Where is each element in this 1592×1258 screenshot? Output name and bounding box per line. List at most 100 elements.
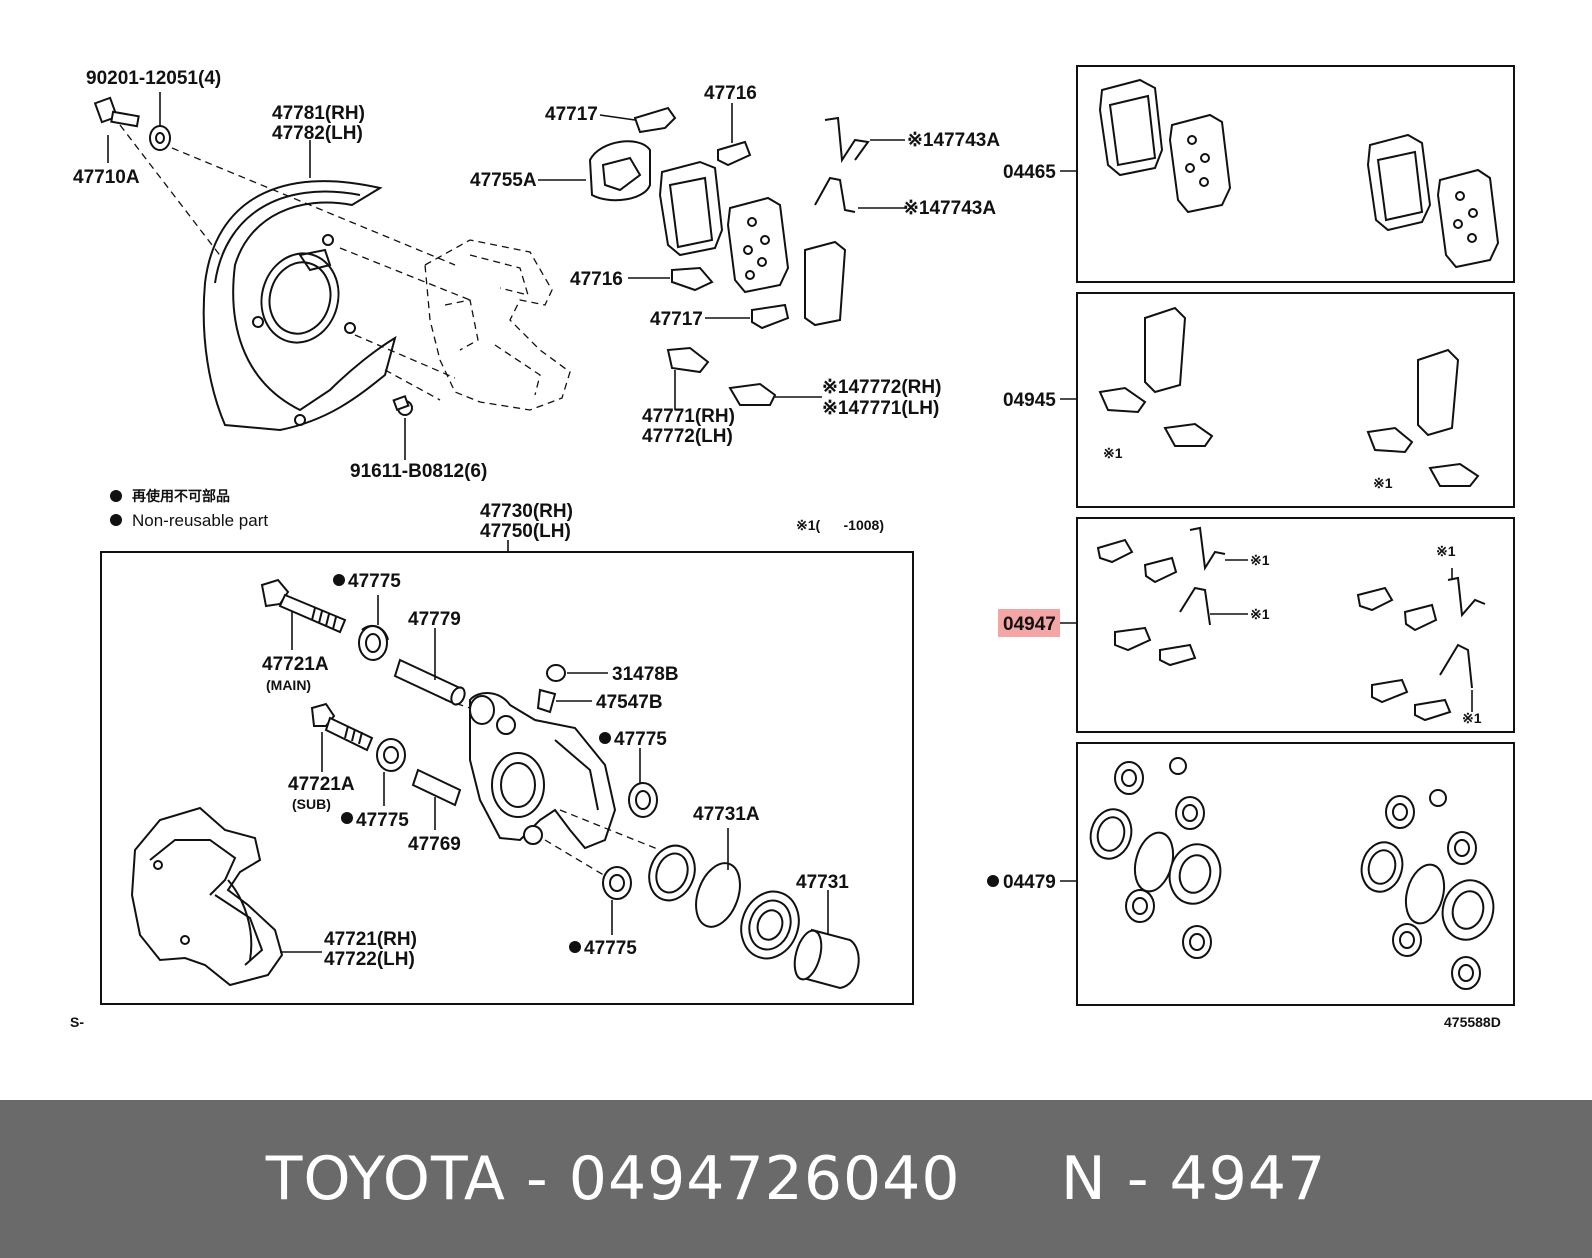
non-reusable-bullet-icon bbox=[341, 812, 353, 824]
caliper-frame bbox=[100, 551, 914, 1005]
label-caliper-assy-rh: 47730(RH) bbox=[480, 501, 573, 522]
piston-seal bbox=[648, 828, 741, 928]
label-mount-lh: 47722(LH) bbox=[324, 949, 415, 970]
label-sub: (SUB) bbox=[292, 796, 331, 812]
boot-47775-right bbox=[628, 748, 658, 818]
kit-04947-frame bbox=[1076, 517, 1515, 733]
screw bbox=[392, 394, 413, 460]
label-piston: 47731 bbox=[796, 872, 849, 893]
label-screw: 91611-B0812(6) bbox=[350, 461, 487, 482]
label-shim-plate: 47755A bbox=[470, 170, 537, 191]
label-boot-c: 47775 bbox=[356, 810, 409, 831]
bolt-washer-group bbox=[93, 92, 171, 163]
label-clip-47716-a: 47716 bbox=[704, 83, 757, 104]
label-guide-bolt-sub: 47721A bbox=[288, 774, 355, 795]
clip-47716-lower bbox=[628, 266, 714, 292]
label-bolt: 47710A bbox=[73, 167, 140, 188]
pad-shim bbox=[804, 240, 847, 327]
label-plate-lh: 47772(LH) bbox=[642, 426, 733, 447]
brake-pad-outer bbox=[726, 196, 790, 294]
clip-47717-lower bbox=[705, 303, 790, 330]
label-dust-cover-rh: 47781(RH) bbox=[272, 103, 365, 124]
legend-bullet-icon bbox=[110, 514, 122, 526]
legend-note: ※1( -1008) bbox=[796, 517, 884, 533]
non-reusable-bullet-icon bbox=[599, 732, 611, 744]
non-reusable-bullet-icon bbox=[333, 574, 345, 586]
kit-04479-frame bbox=[1076, 742, 1515, 1006]
kit-mark-4: ※1 bbox=[1250, 606, 1270, 622]
non-reusable-bullet-icon bbox=[987, 875, 999, 887]
label-mount-rh: 47721(RH) bbox=[324, 929, 417, 950]
kit-04479-label: 04479 bbox=[1003, 872, 1056, 893]
piston-boot bbox=[740, 890, 800, 960]
label-spring-1: ※147743A bbox=[907, 130, 1000, 151]
mounting-bracket bbox=[130, 806, 322, 987]
kit-04465-frame bbox=[1076, 65, 1515, 283]
diagram-code: 475588D bbox=[1444, 1014, 1501, 1030]
label-guide-bolt-main: 47721A bbox=[262, 654, 329, 675]
kit-mark-2: ※1 bbox=[1373, 475, 1393, 491]
legend-en: Non-reusable part bbox=[132, 511, 268, 530]
kit-04465-pads bbox=[1098, 78, 1500, 269]
kit-mark-5: ※1 bbox=[1436, 543, 1456, 559]
label-pin-47769: 47769 bbox=[408, 834, 461, 855]
boot-47775-upper bbox=[358, 595, 389, 661]
footer-banner: TOYOTA - 0494726040 N - 4947 bbox=[0, 1100, 1592, 1258]
label-caliper-assy-lh: 47750(LH) bbox=[480, 521, 571, 542]
label-boot-b: 47775 bbox=[614, 729, 667, 750]
caliper-body bbox=[469, 692, 617, 850]
label-shim-1: ※147772(RH) bbox=[822, 377, 941, 398]
label-clip-47716-b: 47716 bbox=[570, 269, 623, 290]
clip-47716-upper bbox=[717, 103, 752, 167]
label-main: (MAIN) bbox=[266, 677, 311, 693]
label-shim-2: ※147771(LH) bbox=[822, 398, 939, 419]
kit-mark-6: ※1 bbox=[1462, 710, 1482, 726]
kit-04947-clips-springs bbox=[1096, 526, 1486, 722]
boot-47775-bottom bbox=[602, 866, 632, 935]
shim-plate-47771 bbox=[666, 346, 710, 410]
kit-04947-label: 04947 bbox=[1003, 614, 1056, 635]
spring-47743a-upper bbox=[824, 116, 905, 163]
mounting-bracket-phantom bbox=[424, 239, 571, 411]
kit-04945-frame bbox=[1076, 292, 1515, 508]
brake-pad-inner bbox=[658, 160, 724, 257]
parts-diagram: 90201-12051(4) 47710A 47781(RH) 47782(LH… bbox=[70, 65, 1515, 1030]
piston bbox=[793, 890, 860, 990]
label-dust-cover-lh: 47782(LH) bbox=[272, 123, 363, 144]
label-pin-47779: 47779 bbox=[408, 609, 461, 630]
label-clip-47717-a: 47717 bbox=[545, 104, 598, 125]
label-boot-a: 47775 bbox=[348, 571, 401, 592]
bleeder-cap bbox=[546, 664, 608, 682]
legend-jp: 再使用不可部品 bbox=[132, 488, 230, 504]
label-bolt-washer: 90201-12051(4) bbox=[86, 68, 221, 89]
kit-04465-label: 04465 bbox=[1003, 162, 1056, 183]
kit-mark-1: ※1 bbox=[1103, 445, 1123, 461]
spring-47743a-lower bbox=[814, 176, 905, 213]
kit-04945-shims bbox=[1098, 306, 1480, 487]
guide-bolt-sub bbox=[310, 702, 374, 772]
kit-04947-highlight bbox=[998, 609, 1060, 637]
label-bleeder-plug: 47547B bbox=[596, 692, 663, 713]
non-reusable-bullet-icon bbox=[569, 941, 581, 953]
bleeder-plug bbox=[536, 688, 592, 714]
anti-squeal-shim bbox=[538, 140, 651, 202]
boot-47775-lower bbox=[376, 738, 406, 806]
guide-pin-47769 bbox=[411, 768, 462, 830]
label-piston-seal: 47731A bbox=[693, 804, 760, 825]
guide-pin-47779 bbox=[393, 628, 466, 706]
kit-04479-seals-boots bbox=[1089, 757, 1495, 990]
clip-47717-upper bbox=[599, 106, 677, 134]
label-clip-47717-b: 47717 bbox=[650, 309, 703, 330]
label-boot-d: 47775 bbox=[584, 938, 637, 959]
kit-04945-label: 04945 bbox=[1003, 390, 1056, 411]
label-plate-rh: 47771(RH) bbox=[642, 406, 735, 427]
footer-title: TOYOTA - 0494726040 N - 4947 bbox=[265, 1144, 1327, 1214]
kit-mark-3: ※1 bbox=[1250, 552, 1270, 568]
corner-label: S- bbox=[70, 1014, 84, 1030]
dust-cover bbox=[202, 140, 397, 432]
shim-47772 bbox=[728, 382, 822, 406]
legend-bullet-icon bbox=[110, 490, 122, 502]
label-bleeder-cap: 31478B bbox=[612, 664, 679, 685]
label-spring-2: ※147743A bbox=[903, 198, 996, 219]
guide-bolt-main bbox=[260, 578, 347, 650]
